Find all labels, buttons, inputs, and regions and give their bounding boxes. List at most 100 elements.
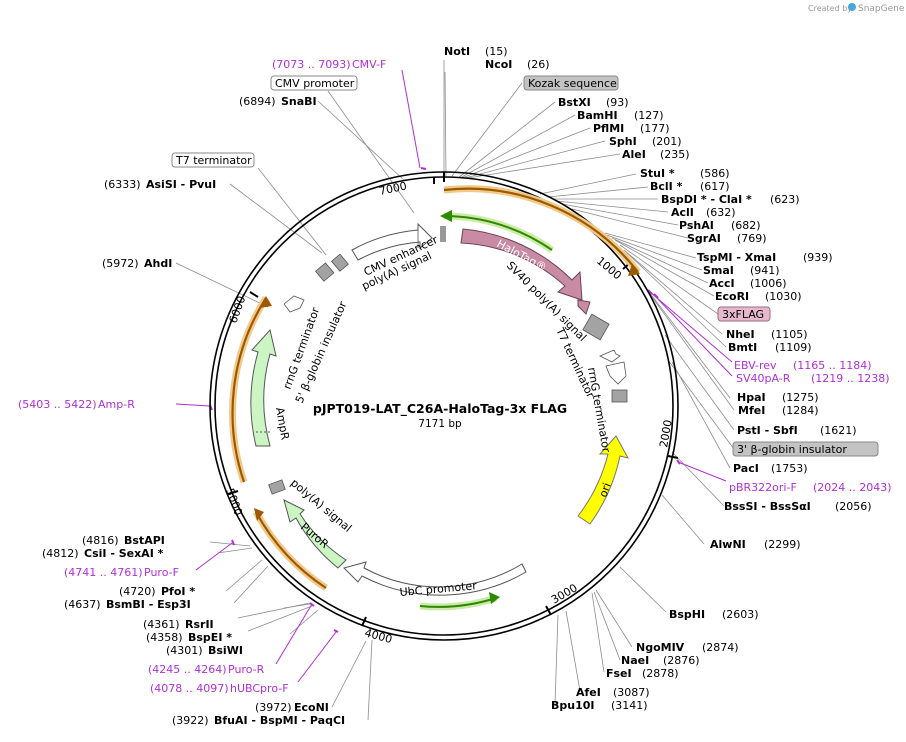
label-mfei[interactable]: MfeI(1284) bbox=[738, 404, 819, 417]
sv40-block[interactable] bbox=[577, 299, 591, 315]
t7-term-block[interactable] bbox=[582, 313, 610, 341]
orf-puror-arc bbox=[255, 511, 327, 589]
polya-puro-block[interactable] bbox=[268, 479, 286, 495]
label-acli[interactable]: AclI (632) bbox=[671, 206, 736, 219]
label-bsssi[interactable]: BssSI - BssSαI(2056) bbox=[724, 500, 872, 513]
label-rsrii[interactable]: (4361)RsrII bbox=[143, 618, 214, 631]
kozak-block[interactable] bbox=[440, 226, 446, 242]
label-puro-r[interactable]: (4245 .. 4264)Puro-R bbox=[148, 663, 265, 676]
label-nhei[interactable]: NheI(1105) bbox=[726, 328, 808, 341]
label-hubcpro-f[interactable]: (4078 .. 4097)hUBCpro-F bbox=[150, 682, 289, 695]
ampr-feature[interactable] bbox=[250, 328, 277, 447]
label-pfoi[interactable]: (4720)PfoI * bbox=[119, 585, 195, 598]
label-ecori-position: (1030) bbox=[765, 290, 802, 303]
label-amp-r[interactable]: (5403 .. 5422)Amp-R bbox=[18, 398, 135, 411]
orf-halotag-arrowhead bbox=[628, 264, 640, 276]
label-pbr322ori-f[interactable]: pBR322ori-F(2024 .. 2043) bbox=[729, 481, 892, 494]
label-ebv-rev[interactable]: EBV-rev(1165 .. 1184) bbox=[734, 359, 872, 372]
polya-cmv-block[interactable] bbox=[330, 253, 349, 272]
label-t7-terminator-box[interactable]: T7 terminator bbox=[171, 152, 255, 168]
label-sgrai[interactable]: SgrAI(769) bbox=[687, 232, 767, 245]
label-bstapi[interactable]: (4816)BstAPI bbox=[82, 534, 165, 547]
halotag-feature[interactable] bbox=[460, 228, 583, 301]
label-puro-f-position: (4741 .. 4761) bbox=[64, 566, 143, 579]
label-bsmbi[interactable]: (4637)BsmBI - Esp3I bbox=[64, 598, 191, 611]
ubc-feature[interactable] bbox=[343, 561, 527, 596]
label-puro-r-position: (4245 .. 4264) bbox=[148, 663, 227, 676]
label-bsphi[interactable]: BspHI(2603) bbox=[669, 608, 759, 621]
rrng-arrow-1[interactable] bbox=[599, 349, 621, 363]
label-bsiwi[interactable]: (4301)BsiWI bbox=[166, 644, 243, 657]
label-ncoi[interactable]: NcoI(26) bbox=[485, 58, 550, 71]
label-alwni[interactable]: AlwNI(2299) bbox=[710, 538, 801, 551]
label-tspmi[interactable]: TspMI - XmaI(939) bbox=[697, 251, 833, 264]
label-naei[interactable]: NaeI(2876) bbox=[621, 654, 700, 667]
label-csii[interactable]: (4812)CsiI - SexAI * bbox=[42, 547, 164, 560]
label-cmv-promoter-box[interactable]: CMV promoter bbox=[270, 75, 358, 91]
rrng-label: rrnG terminator bbox=[585, 366, 613, 454]
label-alwni-name: AlwNI bbox=[710, 538, 746, 551]
label-kozak[interactable]: Kozak sequence bbox=[523, 75, 619, 91]
label-hpai[interactable]: HpaI(1275) bbox=[737, 391, 819, 404]
green-arc-bottom-arrowhead bbox=[489, 592, 500, 604]
label-ebv-rev-position: (1165 .. 1184) bbox=[793, 359, 872, 372]
label-amp-r-name: Amp-R bbox=[98, 398, 135, 411]
label-rsrii-name: RsrII bbox=[185, 618, 214, 631]
label-bstxi[interactable]: BstXI(93) bbox=[558, 96, 629, 109]
label-paci[interactable]: PacI(1753) bbox=[733, 462, 808, 475]
label-3xflag-name: 3xFLAG bbox=[722, 308, 764, 321]
label-pflmi[interactable]: PflMI(177) bbox=[593, 122, 670, 135]
puror-feature[interactable] bbox=[283, 499, 347, 569]
label-ngomiv[interactable]: NgoMIV(2874) bbox=[636, 641, 739, 654]
label-psti[interactable]: PstI - SbfI(1621) bbox=[737, 424, 857, 437]
label-naei-name: NaeI bbox=[621, 654, 649, 667]
label-nhei-name: NheI bbox=[726, 328, 755, 341]
label-cmv-f[interactable]: (7073 .. 7093)CMV-F bbox=[272, 58, 386, 71]
label-bglobin3[interactable]: 3' β-globin insulator bbox=[732, 441, 879, 457]
bglobin5-block[interactable] bbox=[314, 262, 335, 282]
label-asisi-name: AsiSI - PvuI bbox=[146, 178, 216, 191]
label-smai[interactable]: SmaI(941) bbox=[703, 264, 780, 277]
label-acci[interactable]: AccI(1006) bbox=[709, 277, 787, 290]
label-alei[interactable]: AleI(235) bbox=[622, 148, 690, 161]
label-ecori[interactable]: EcoRI(1030) bbox=[715, 290, 802, 303]
label-noti[interactable]: NotI(15) bbox=[444, 45, 508, 58]
orf-halotag-arc bbox=[443, 187, 639, 273]
label-asisi[interactable]: (6333)AsiSI - PvuI bbox=[104, 178, 216, 191]
plasmid-name: pJPT019-LAT_C26A-HaloTag-3x FLAG bbox=[313, 401, 567, 417]
label-bspei[interactable]: (4358)BspEI * bbox=[146, 631, 232, 644]
label-fsei[interactable]: FseI(2878) bbox=[606, 667, 679, 680]
label-bsmbi-name: BsmBI - Esp3I bbox=[106, 598, 191, 611]
cmv-enhancer-feature[interactable] bbox=[351, 222, 433, 261]
label-bcli-name: BclI * bbox=[650, 180, 683, 193]
label-hubcpro-f-name: hUBCpro-F bbox=[230, 682, 289, 695]
label-bmti[interactable]: BmtI(1109) bbox=[728, 341, 812, 354]
label-sphi[interactable]: SphI(201) bbox=[609, 135, 682, 148]
label-econi[interactable]: (3972)EcoNI bbox=[255, 701, 329, 714]
label-puro-f[interactable]: (4741 .. 4761)Puro-F bbox=[64, 566, 179, 579]
label-noti-name: NotI bbox=[444, 45, 470, 58]
label-snabi[interactable]: (6894)SnaBI bbox=[239, 95, 317, 108]
label-bamhi[interactable]: BamHI(127) bbox=[577, 109, 664, 122]
label-bsssi-position: (2056) bbox=[835, 500, 872, 513]
ori-feature[interactable] bbox=[577, 435, 629, 525]
label-t7-terminator-box-name: T7 terminator bbox=[175, 154, 252, 167]
label-bspdi[interactable]: BspDI * - ClaI *(623) bbox=[661, 193, 800, 206]
label-bcli[interactable]: BclI *(617) bbox=[650, 180, 730, 193]
label-bfuai[interactable]: (3922)BfuAI - BspMI - PaqCI bbox=[172, 714, 345, 727]
label-bpu10i[interactable]: Bpu10I(3141) bbox=[551, 699, 648, 712]
label-acli-name: AclI bbox=[671, 206, 694, 219]
label-stui[interactable]: StuI *(586) bbox=[640, 167, 730, 180]
label-ahdi[interactable]: (5972)AhdI bbox=[102, 257, 172, 270]
label-afei[interactable]: AfeI(3087) bbox=[576, 686, 650, 699]
bglobin3-block[interactable] bbox=[611, 389, 628, 403]
label-bspei-position: (4358) bbox=[146, 631, 183, 644]
label-3xflag[interactable]: 3xFLAG bbox=[717, 306, 771, 322]
tick-4000: 4000 bbox=[363, 626, 393, 646]
label-sv40pa-r[interactable]: SV40pA-R(1219 .. 1238) bbox=[736, 372, 890, 385]
label-acli-position: (632) bbox=[706, 206, 736, 219]
rrng-arrow-2[interactable] bbox=[605, 361, 627, 385]
label-pshai[interactable]: PshAI(682) bbox=[679, 219, 761, 232]
rrng-left-arrow[interactable] bbox=[283, 295, 305, 313]
